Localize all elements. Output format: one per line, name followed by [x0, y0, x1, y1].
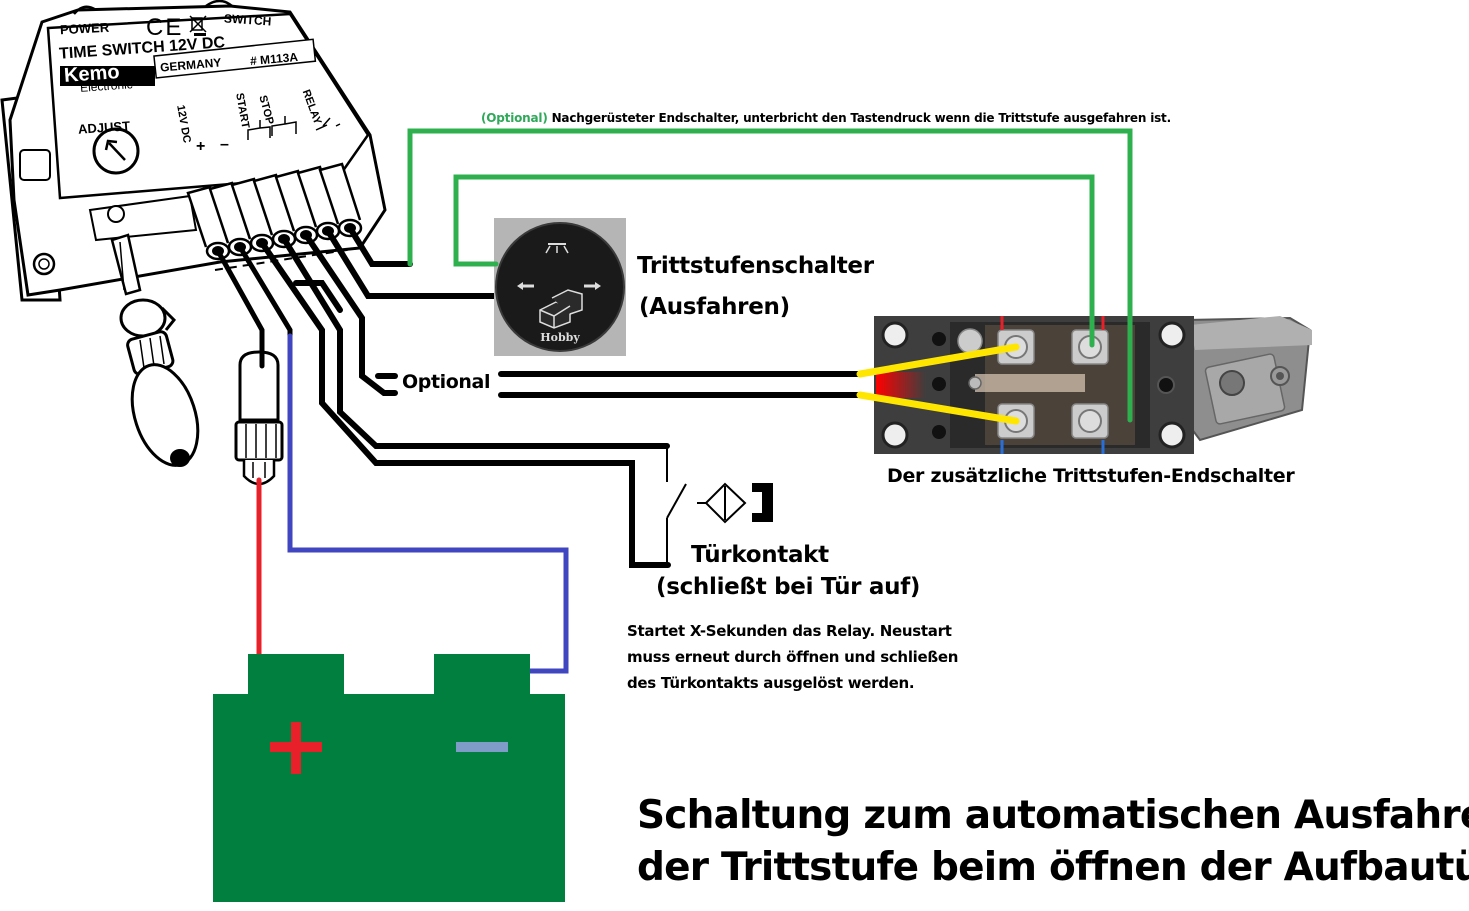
- wire-green-inner: [453, 174, 1095, 348]
- limit-switch-note: (Optional) Nachgerüsteter Endschalter, u…: [481, 111, 1171, 125]
- screwdriver-icon: [110, 233, 200, 467]
- power-label: POWER: [59, 19, 110, 38]
- battery-minus-icon: [456, 742, 508, 752]
- door-contact-note: Startet X-Sekunden das Relay. Neustart m…: [627, 618, 958, 696]
- wire-jumper: [293, 280, 343, 313]
- wire-plus: [215, 248, 265, 369]
- limit-note-text: Nachgerüsteter Endschalter, unterbricht …: [547, 111, 1172, 125]
- terminal-minus-label: –: [220, 136, 229, 153]
- ce-mark: CE: [146, 14, 184, 41]
- door-contact-symbol: [666, 446, 773, 562]
- title-line-1: Schaltung zum automatischen Ausfahren: [637, 793, 1469, 838]
- fuse-holder-icon: [234, 350, 284, 486]
- limit-switch-photo: [874, 316, 1312, 454]
- door-note-line: des Türkontakts ausgelöst werden.: [627, 674, 915, 692]
- optional-tag: (Optional): [481, 111, 548, 125]
- wire-yellow-lower: [856, 391, 1020, 425]
- step-switch-subtitle: (Ausfahren): [639, 294, 790, 320]
- arrow-right-icon: [584, 282, 601, 290]
- wire-yellow-upper: [856, 343, 1020, 378]
- door-note-line: Startet X-Sekunden das Relay. Neustart: [627, 622, 952, 640]
- wires: [215, 225, 863, 674]
- light-icon: [545, 243, 569, 254]
- door-note-line: muss erneut durch öffnen und schließen: [627, 648, 959, 666]
- arrow-icon: [108, 142, 126, 161]
- limit-switch-caption: Der zusätzliche Trittstufen-Endschalter: [887, 465, 1295, 487]
- magnet-icon: [752, 483, 773, 522]
- kemo-logo: [60, 66, 155, 86]
- diagram-title: Schaltung zum automatischen Ausfahren de…: [637, 790, 1469, 894]
- wire-minus: [237, 244, 293, 339]
- step-switch-button[interactable]: Hobby: [494, 218, 626, 356]
- time-switch-module: [0, 0, 387, 302]
- arrow-left-icon: [517, 282, 534, 290]
- wire-relay-switch: [325, 228, 499, 299]
- battery: [213, 654, 565, 902]
- wire-relay-limit: [347, 225, 413, 267]
- switch-contact-icon: [666, 483, 687, 519]
- wires-over-switch: [407, 128, 1133, 425]
- optional-label: Optional: [402, 371, 491, 393]
- terminal-plus-label: +: [196, 138, 206, 155]
- wire-start-door: [259, 240, 671, 568]
- wire-blue-negative: [287, 333, 569, 674]
- door-contact-subtitle: (schließt bei Tür auf): [656, 574, 921, 600]
- title-line-2: der Trittstufe beim öffnen der Aufbautür…: [637, 845, 1469, 890]
- hobby-logo: Hobby: [540, 331, 580, 344]
- step-switch-title: Trittstufenschalter: [637, 253, 874, 279]
- weee-bin-icon: [189, 15, 207, 36]
- terminal-block: [186, 162, 363, 261]
- step-icon: [539, 289, 583, 329]
- wire-stop-optional-a: [303, 232, 398, 396]
- trim-screw-icon: [107, 205, 125, 223]
- wire-green-outer: [407, 128, 1133, 423]
- door-contact-title: Türkontakt: [691, 542, 829, 568]
- wire-start-door-2: [281, 236, 670, 449]
